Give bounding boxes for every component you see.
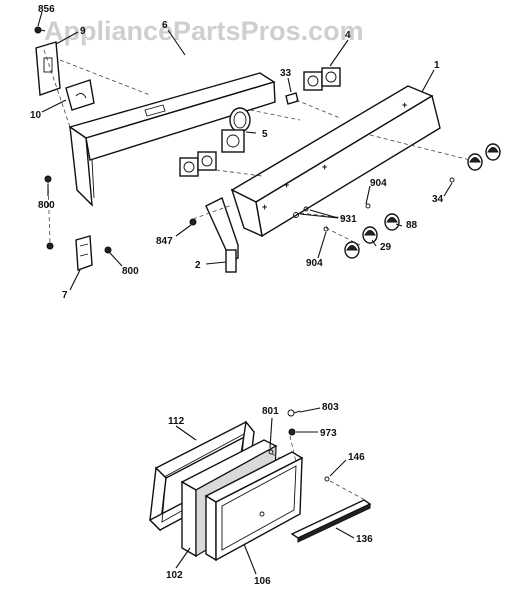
callout-904-lower: 904 (306, 258, 323, 269)
part-4-switch-block (179, 67, 341, 177)
svg-text:+: + (402, 100, 407, 110)
svg-text:+: + (284, 180, 289, 190)
screws-misc (44, 175, 455, 254)
callout-88: 88 (406, 220, 418, 231)
callout-29: 29 (380, 242, 392, 253)
part-7-bracket (75, 235, 93, 271)
callout-4: 4 (345, 30, 351, 41)
callout-7: 7 (62, 290, 68, 301)
callout-labels: 856 9 6 4 10 33 1 5 800 904 34 847 931 8… (30, 4, 444, 587)
callout-800-lower: 800 (122, 266, 139, 277)
callout-34: 34 (432, 194, 444, 205)
part-106-door-panel (204, 451, 304, 562)
part-5-timer (221, 107, 251, 153)
leader-lines-lower (175, 407, 355, 575)
callout-136: 136 (356, 534, 373, 545)
callout-10: 10 (30, 110, 42, 121)
callout-1: 1 (434, 60, 440, 71)
callout-5: 5 (262, 129, 268, 140)
callout-847: 847 (156, 236, 173, 247)
callout-6: 6 (162, 20, 168, 31)
callout-973: 973 (320, 428, 337, 439)
callout-801: 801 (262, 406, 279, 417)
part-2-end-cap (205, 197, 239, 273)
screw-856 (34, 26, 46, 34)
callout-904-upper: 904 (370, 178, 387, 189)
explode-lines-lower (271, 435, 366, 501)
watermark-text: AppliancePartsPros.com (44, 16, 364, 46)
part-9-bracket (35, 41, 61, 96)
screws-lower (259, 409, 330, 517)
svg-text:+: + (262, 202, 267, 212)
knobs (344, 143, 501, 259)
callout-9: 9 (80, 26, 86, 37)
part-6-backguard (68, 72, 276, 207)
callout-803: 803 (322, 402, 339, 413)
part-33-clip (285, 92, 299, 105)
leader-lines-upper (37, 11, 453, 291)
callout-931: 931 (340, 214, 357, 225)
callout-856: 856 (38, 4, 55, 15)
part-136-handle (290, 499, 372, 543)
callout-146: 146 (348, 452, 365, 463)
callout-2: 2 (195, 260, 201, 271)
callout-112: 112 (168, 416, 185, 427)
callout-800-upper: 800 (38, 200, 55, 211)
svg-text:+: + (322, 162, 327, 172)
part-10-bracket (65, 79, 95, 111)
callout-102: 102 (166, 570, 183, 581)
part-1-control-panel: + + + + (230, 85, 441, 238)
callout-33: 33 (280, 68, 292, 79)
callout-106: 106 (254, 576, 271, 587)
